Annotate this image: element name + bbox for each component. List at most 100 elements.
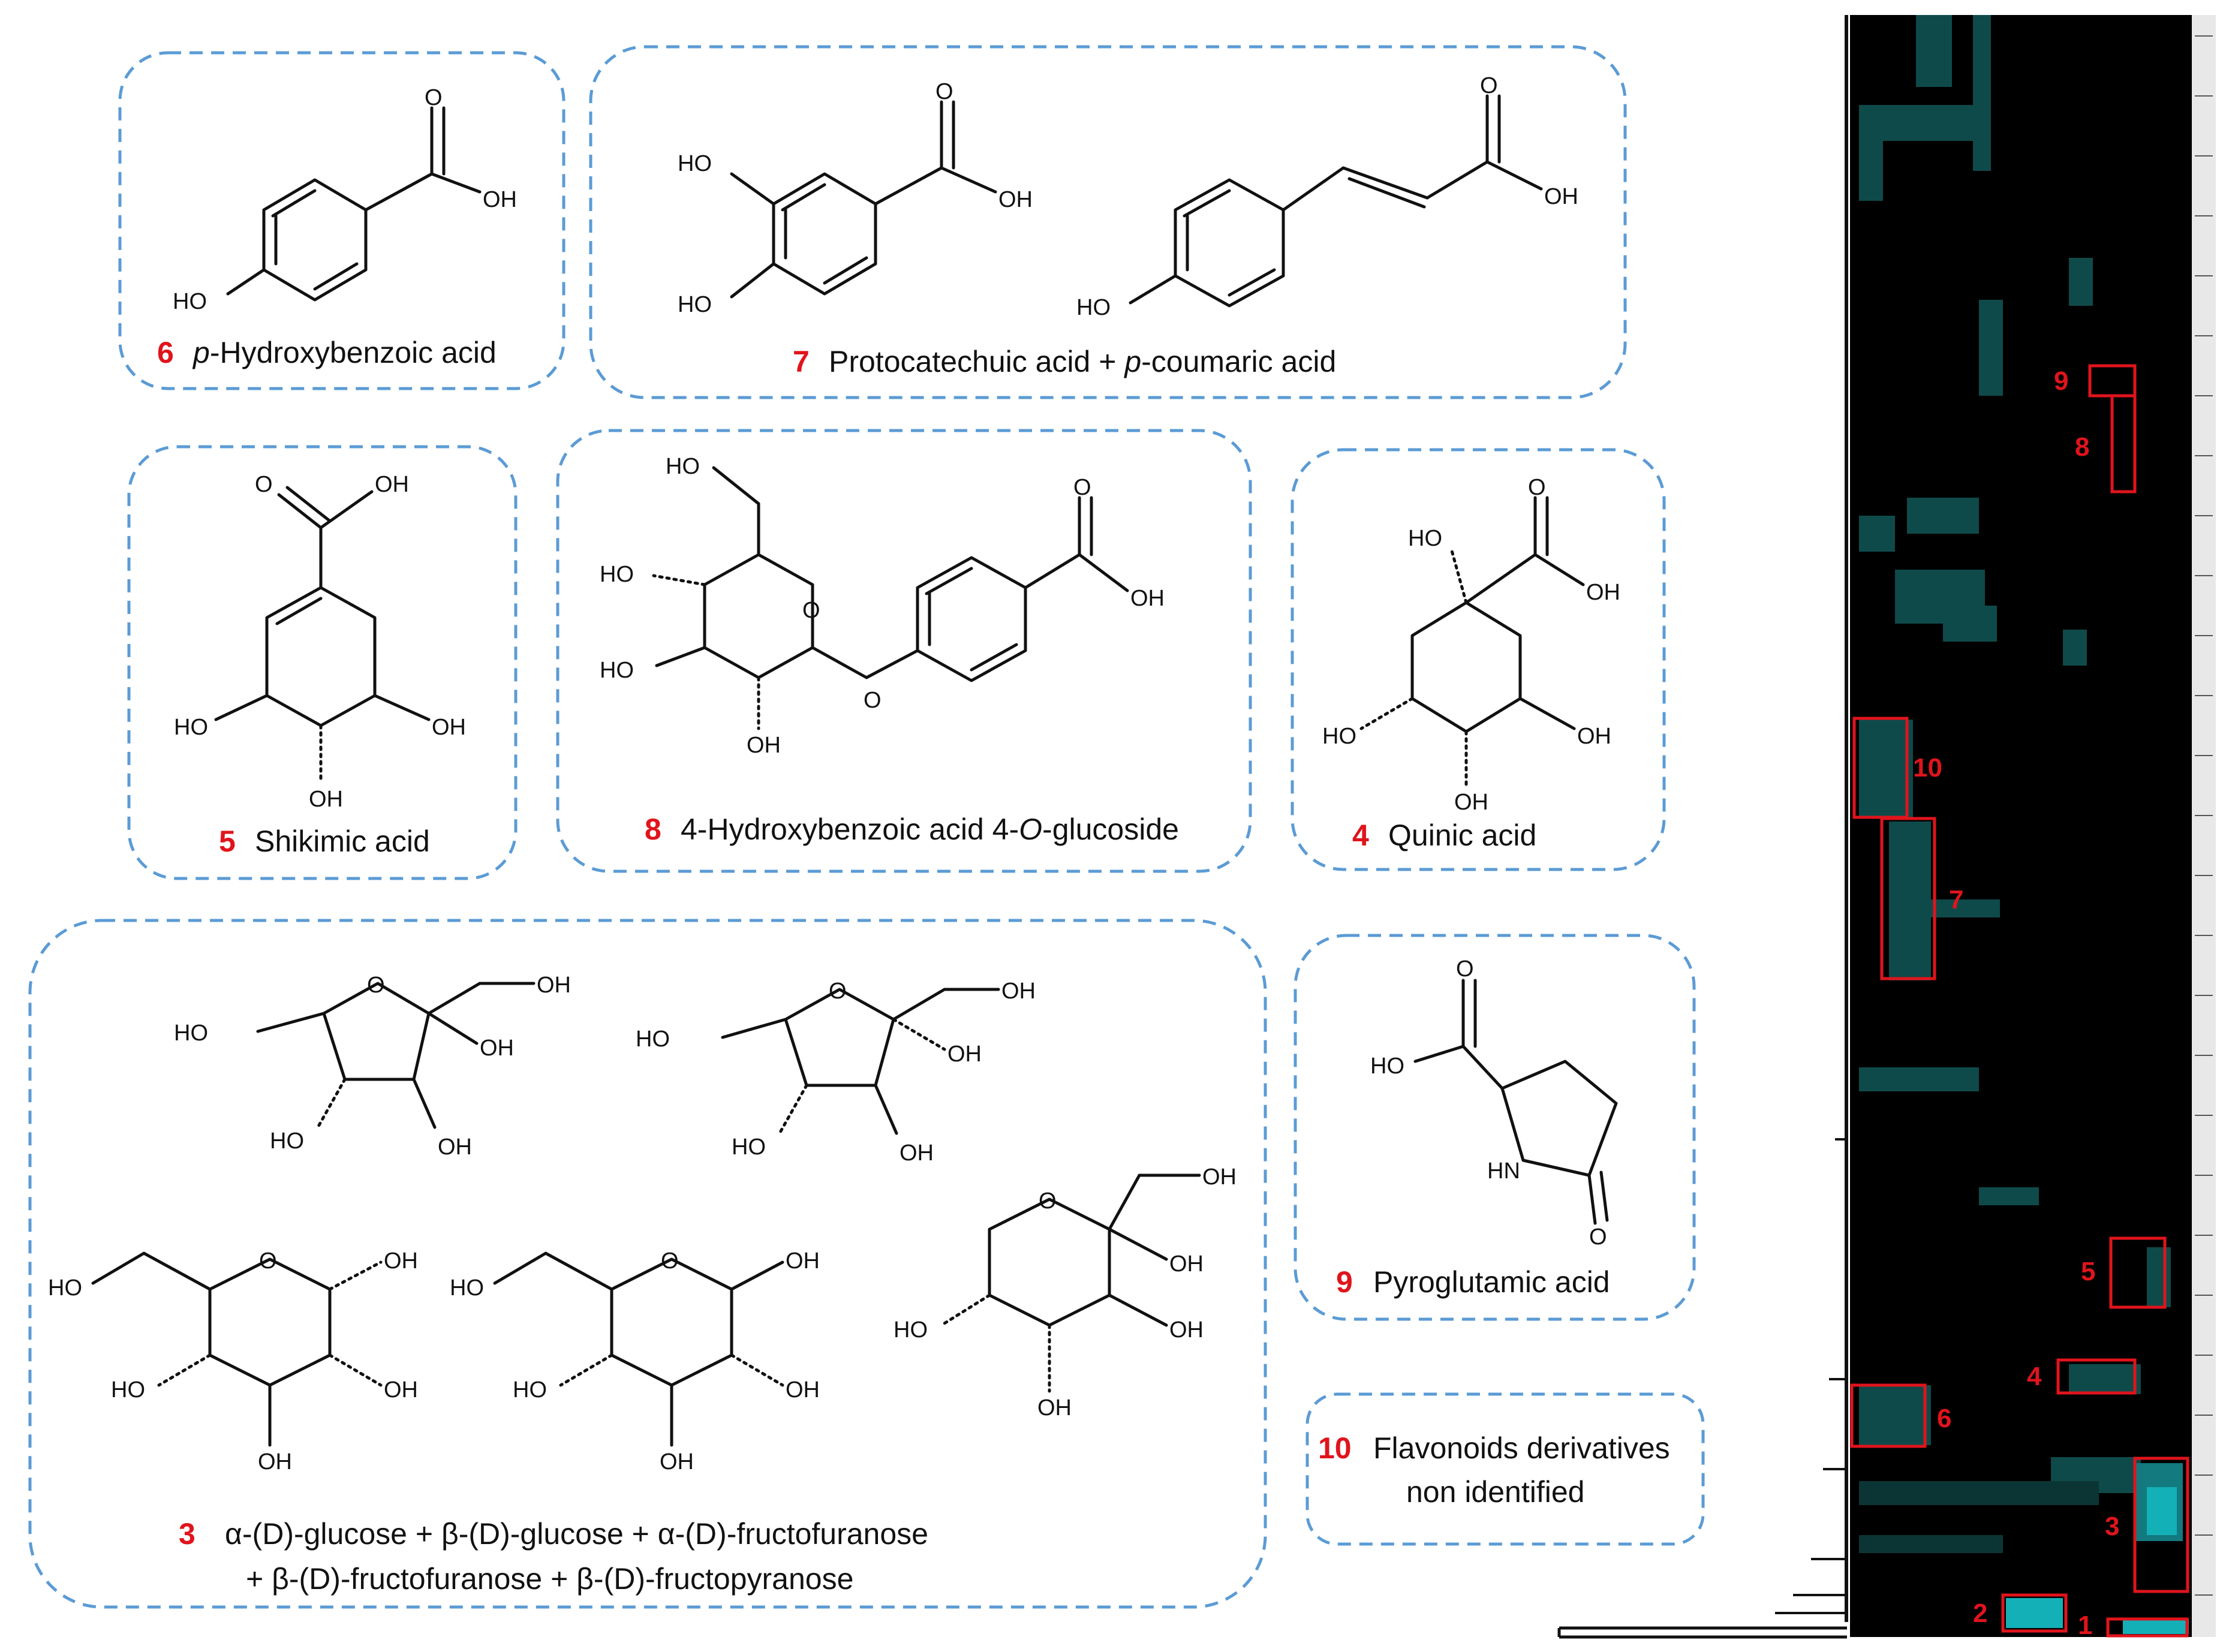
compound-3-line1: α-(D)-glucose + β-(D)-glucose + α-(D)-fr… xyxy=(225,1517,928,1551)
atom-oh: OH xyxy=(998,187,1033,212)
compound-9-structure: O HO HN O xyxy=(1370,956,1618,1250)
atom-o: O xyxy=(425,85,443,110)
atom-ho: HO xyxy=(600,658,634,683)
atom-ho: HO xyxy=(270,1129,304,1154)
atom-ho: HO xyxy=(1370,1054,1404,1079)
heatmap-region-8: 8 xyxy=(2075,394,2137,494)
atom-ho: HO xyxy=(48,1275,82,1301)
compound-6-label: p-Hydroxybenzoic acid xyxy=(192,336,497,369)
compound-10-line2: non identified xyxy=(1406,1475,1584,1509)
compound-7b-structure: O OH HO xyxy=(1076,73,1578,320)
compound-8-frame xyxy=(556,429,1252,873)
atom-ho: HO xyxy=(513,1377,547,1403)
compound-3-panel: O OH OH HO HO OH O OH OH HO HO OH xyxy=(28,919,1267,1609)
atom-o: O xyxy=(1480,73,1498,98)
atom-ho: HO xyxy=(666,454,700,479)
compound-9-label: Pyroglutamic acid xyxy=(1373,1265,1610,1299)
heatmap-bright-cells xyxy=(2006,1487,2189,1634)
atom-oh: OH xyxy=(483,187,517,212)
compound-3-number: 3 xyxy=(179,1517,195,1551)
compound-10-frame xyxy=(1305,1392,1705,1546)
compound-7-panel: O OH HO HO O OH HO 7 Protocatechuic acid… xyxy=(589,45,1627,399)
atom-ho: HO xyxy=(636,1027,670,1052)
atom-o: O xyxy=(829,979,847,1004)
compound-8-label: 4-Hydroxybenzoic acid 4-O-glucoside xyxy=(681,813,1179,846)
atom-oh: OH xyxy=(384,1248,418,1274)
atom-oh: OH xyxy=(786,1248,820,1274)
atom-ho: HO xyxy=(600,562,634,587)
atom-o: O xyxy=(802,598,820,623)
atom-oh: OH xyxy=(1577,724,1611,749)
compound-6-structure: O OH HO xyxy=(173,85,517,314)
atom-oh: OH xyxy=(375,472,409,497)
compound-5-frame xyxy=(127,445,518,880)
row-labels-strip xyxy=(2192,15,2216,1637)
atom-oh: OH xyxy=(747,733,781,758)
svg-text:8: 8 xyxy=(2075,432,2089,462)
compound-4-panel: O OH HO HO OH OH 4 Quinic acid xyxy=(1291,448,1666,871)
atom-oh: OH xyxy=(1130,586,1165,611)
compound-3-line2: + β-(D)-fructofuranose + β-(D)-fructopyr… xyxy=(246,1562,853,1596)
svg-text:3: 3 xyxy=(2105,1512,2119,1541)
compound-4-label: Quinic acid xyxy=(1388,819,1536,852)
compound-10-number: 10 xyxy=(1318,1431,1352,1465)
compound-5-label: Shikimic acid xyxy=(255,825,430,858)
atom-ho: HO xyxy=(111,1377,145,1403)
atom-ho: HO xyxy=(894,1317,928,1343)
atom-ho: HO xyxy=(1408,526,1442,551)
atom-oh: OH xyxy=(438,1135,472,1160)
compound-7-label: Protocatechuic acid + p-coumaric acid xyxy=(829,345,1336,378)
compound-6-number: 6 xyxy=(157,336,174,369)
atom-ho: HO xyxy=(173,289,207,314)
compound-7-number: 7 xyxy=(793,345,810,378)
atom-oh: OH xyxy=(660,1449,694,1475)
heatmap-region-4: 4 xyxy=(2027,1358,2137,1395)
compound-7a-structure: O OH HO HO xyxy=(678,79,1033,317)
compound-9-number: 9 xyxy=(1336,1265,1353,1299)
compound-6-panel: O OH HO 6 p-Hydroxybenzoic acid xyxy=(118,51,565,390)
compound-8-number: 8 xyxy=(645,813,661,846)
row-tick-marks xyxy=(2195,35,2213,1596)
atom-o: O xyxy=(259,1248,277,1274)
svg-text:1: 1 xyxy=(2078,1611,2092,1640)
atom-oh: OH xyxy=(1037,1395,1072,1421)
compound-10-line1: Flavonoids derivatives xyxy=(1373,1431,1670,1465)
atom-ho: HO xyxy=(732,1135,766,1160)
atom-oh: OH xyxy=(309,787,343,812)
heatmap-region-2: 2 xyxy=(1973,1593,2068,1633)
svg-text:5: 5 xyxy=(2081,1257,2095,1286)
heatmap-region-5: 5 xyxy=(2081,1236,2167,1309)
atom-ho: HO xyxy=(174,1021,208,1046)
compound-7-frame xyxy=(589,45,1627,399)
heatmap-region-1: 1 xyxy=(2078,1611,2189,1640)
atom-o: O xyxy=(661,1248,679,1274)
heatmap-region-10: 10 xyxy=(1852,717,1942,819)
atom-o: O xyxy=(367,973,385,998)
svg-text:7: 7 xyxy=(1949,885,1963,914)
heatmap-region-6: 6 xyxy=(1850,1383,1951,1448)
atom-ho: HO xyxy=(174,715,208,740)
heatmap-region-7: 7 xyxy=(1880,817,1963,980)
atom-oh: OH xyxy=(1169,1317,1204,1343)
dendrogram xyxy=(1557,15,1848,1639)
atom-oh: OH xyxy=(947,1042,982,1067)
atom-oh: OH xyxy=(900,1141,934,1166)
atom-oh: OH xyxy=(1202,1164,1237,1190)
compound-4-number: 4 xyxy=(1352,819,1369,852)
atom-oh: OH xyxy=(1001,979,1036,1004)
atom-ho: HO xyxy=(450,1275,484,1301)
atom-oh: OH xyxy=(1544,184,1578,209)
atom-oh: OH xyxy=(480,1036,514,1061)
atom-o: O xyxy=(1528,475,1546,500)
atom-ho: HO xyxy=(678,292,712,317)
atom-oh: OH xyxy=(384,1377,418,1403)
heatmap-panel: 9 8 10 7 5 4 6 3 xyxy=(1557,15,2216,1640)
svg-text:10: 10 xyxy=(1913,753,1942,783)
alpha-glucose-structure: O OH OH HO HO OH xyxy=(48,1248,418,1475)
beta-glucose-structure: O OH OH HO HO OH xyxy=(450,1248,820,1475)
svg-text:6: 6 xyxy=(1937,1404,1951,1433)
atom-hn: HN xyxy=(1487,1158,1520,1184)
compound-6-frame xyxy=(118,51,565,390)
atom-o: O xyxy=(1456,956,1474,982)
compound-9-panel: O HO HN O 9 Pyroglutamic acid xyxy=(1294,934,1696,1321)
